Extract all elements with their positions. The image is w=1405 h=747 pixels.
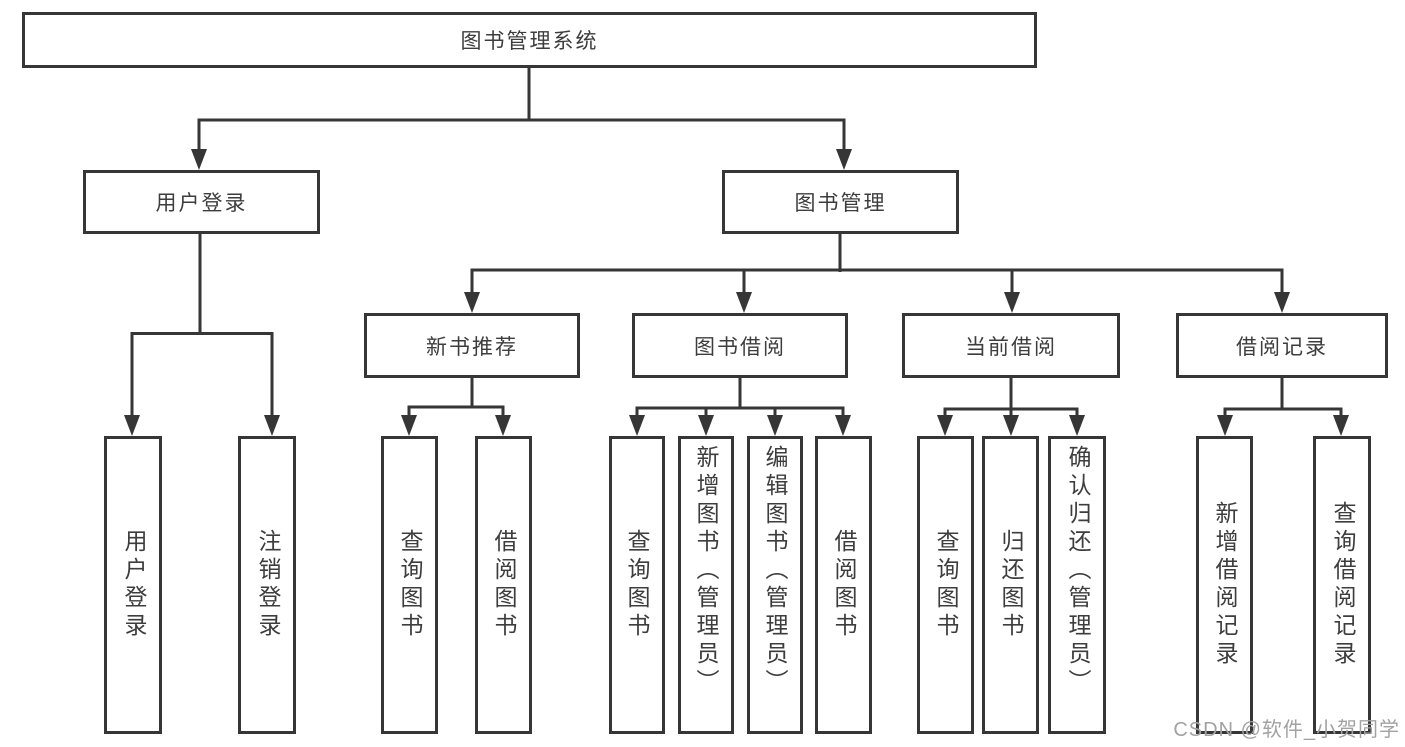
- node-leaf-user-login: 用户登录: [104, 436, 162, 734]
- node-leaf-add-books-admin: 新增图书（管理员）: [678, 436, 734, 734]
- node-leaf-query-books-recommend: 查询图书: [381, 436, 438, 734]
- node-book-borrow: 图书借阅: [632, 313, 848, 378]
- node-leaf-edit-books-admin: 编辑图书（管理员）: [747, 436, 803, 734]
- node-leaf-query-books-current: 查询图书: [917, 436, 974, 734]
- node-borrow-records: 借阅记录: [1176, 313, 1388, 378]
- node-leaf-borrow-books-recommend: 借阅图书: [475, 436, 532, 734]
- node-leaf-confirm-return-admin: 确认归还（管理员）: [1048, 436, 1106, 734]
- connector-current-borrow-children: [937, 378, 1085, 436]
- connector-new-book-children: [401, 378, 511, 436]
- csdn-watermark: CSDN @软件_小贺同学: [1173, 719, 1400, 741]
- node-new-book-recommend: 新书推荐: [364, 313, 580, 378]
- connector-user-login-children: [124, 234, 280, 436]
- node-leaf-add-borrow-record: 新增借阅记录: [1196, 436, 1253, 734]
- node-leaf-logout: 注销登录: [238, 436, 296, 734]
- connector-borrow-records-children: [1217, 378, 1349, 436]
- node-leaf-return-books: 归还图书: [982, 436, 1039, 734]
- connector-book-management-children: [464, 234, 1290, 313]
- node-root-system: 图书管理系统: [22, 12, 1037, 68]
- connector-root-to-level2: [191, 68, 852, 170]
- node-leaf-query-books-borrow: 查询图书: [609, 436, 665, 734]
- connector-book-borrow-children: [629, 378, 851, 436]
- node-current-borrow: 当前借阅: [902, 313, 1120, 378]
- node-leaf-query-borrow-record: 查询借阅记录: [1313, 436, 1371, 734]
- node-book-management: 图书管理: [722, 170, 959, 234]
- node-leaf-borrow-books: 借阅图书: [815, 436, 872, 734]
- node-user-login: 用户登录: [83, 170, 320, 234]
